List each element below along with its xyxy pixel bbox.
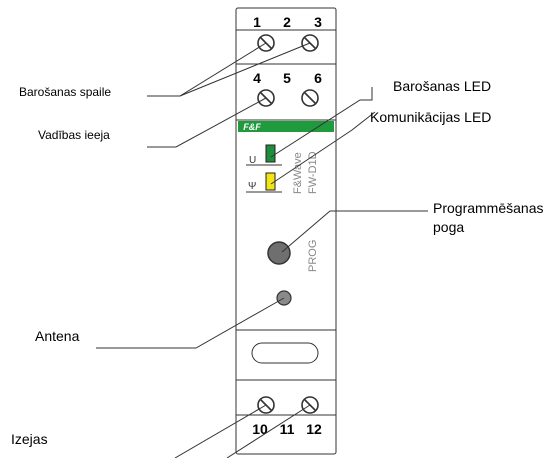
prog-label: PROG bbox=[307, 240, 319, 272]
label-window bbox=[251, 342, 319, 364]
power-led-indicator bbox=[265, 144, 276, 163]
leader-power-terminal-a bbox=[147, 42, 267, 97]
brand-logo-icon bbox=[240, 122, 264, 131]
leader-outputs-a bbox=[174, 404, 267, 458]
terminal-11: 11 bbox=[280, 421, 295, 437]
callout-program-button-line1: Programmēšanas bbox=[433, 200, 544, 216]
terminal-4: 4 bbox=[253, 70, 261, 86]
leader-power-led bbox=[270, 87, 373, 158]
callout-program-button-line2: poga bbox=[433, 219, 464, 235]
terminal-numbers-middle: 4 5 6 bbox=[253, 70, 322, 86]
led-comm: Ψ bbox=[246, 172, 282, 193]
brand-bar bbox=[238, 121, 334, 132]
antenna-symbol-icon: Ψ bbox=[248, 181, 256, 192]
model-line-1: F&Wave bbox=[292, 152, 304, 194]
callout-antenna: Antena bbox=[35, 328, 80, 344]
led-power: U bbox=[246, 144, 282, 166]
program-button[interactable] bbox=[267, 241, 291, 265]
terminal-6: 6 bbox=[314, 70, 322, 86]
callout-control-input: Vadības ieeja bbox=[38, 128, 110, 142]
callout-power-terminal: Barošanas spaile bbox=[19, 85, 111, 99]
screw-icon bbox=[301, 89, 319, 107]
leader-outputs-b bbox=[226, 404, 311, 458]
model-line-2: FW-D1D bbox=[307, 151, 319, 194]
device-outline bbox=[235, 7, 337, 455]
terminal-2: 2 bbox=[283, 14, 291, 30]
leader-power-terminal-b bbox=[179, 42, 311, 97]
screw-row-bottom bbox=[257, 396, 319, 414]
leader-antenna bbox=[96, 297, 285, 349]
terminal-1: 1 bbox=[253, 14, 261, 30]
program-button-knob[interactable] bbox=[267, 241, 291, 265]
terminal-5: 5 bbox=[283, 70, 291, 86]
device-body bbox=[235, 7, 337, 455]
model-label: F&Wave FW-D1D bbox=[292, 151, 319, 194]
leader-control-input bbox=[147, 97, 267, 148]
brand-logo-text: F&F bbox=[243, 122, 261, 132]
callout-power-led: Barošanas LED bbox=[393, 78, 491, 94]
screw-row-top bbox=[257, 34, 319, 52]
terminal-12: 12 bbox=[306, 421, 322, 437]
terminal-10: 10 bbox=[252, 421, 268, 437]
brand-stripe: F&F bbox=[238, 121, 334, 132]
led-u-label: U bbox=[249, 155, 256, 166]
terminal-numbers-bottom: 10 11 12 bbox=[252, 421, 322, 437]
leader-lines bbox=[96, 42, 428, 458]
terminal-3: 3 bbox=[314, 14, 322, 30]
comm-led-indicator bbox=[265, 172, 276, 191]
leader-program-button bbox=[281, 210, 428, 253]
terminal-numbers-top: 1 2 3 bbox=[253, 14, 322, 30]
callout-outputs: Izejas bbox=[11, 431, 48, 447]
leader-comm-led bbox=[270, 111, 376, 185]
screw-row-middle bbox=[257, 89, 319, 107]
callout-comm-led: Komunikācijas LED bbox=[370, 109, 491, 125]
